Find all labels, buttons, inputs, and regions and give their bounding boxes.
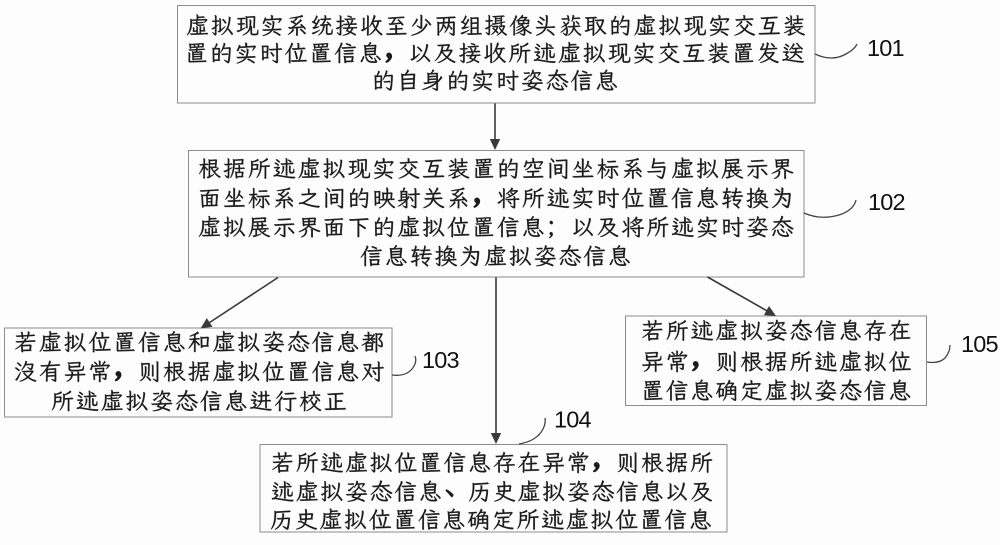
svg-text:105: 105 [961,331,999,357]
svg-text:104: 104 [554,407,592,433]
svg-text:102: 102 [868,189,905,215]
svg-text:101: 101 [867,35,904,61]
svg-text:103: 103 [422,347,460,373]
